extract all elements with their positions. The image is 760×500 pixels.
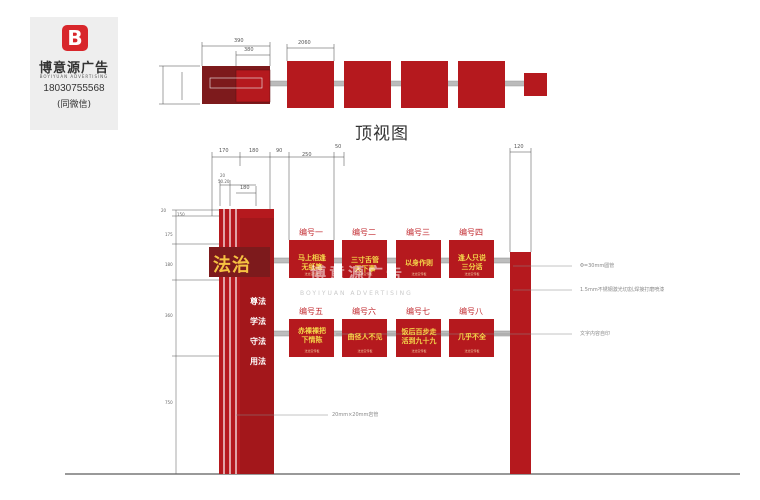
panel-5: [289, 319, 334, 357]
panel-5-number: 编号五: [299, 307, 323, 316]
top-dim-1: 380: [244, 47, 254, 53]
annotation-leaders: [236, 265, 572, 416]
panel-7-text: 饭后百步走 活到九十九: [401, 328, 437, 345]
logo-name-en: BOYIYUAN ADVERTISING: [39, 74, 109, 79]
logo-card: B 博意源广告 BOYIYUAN ADVERTISING 18030755568…: [30, 17, 118, 130]
front-dim-v1: 150: [177, 212, 185, 217]
column-word-4: 用法: [250, 357, 266, 366]
panel-6-sub: 法治宣传板: [357, 349, 373, 353]
top-view-panel-1: [287, 61, 334, 108]
logo-name: 博意源广告: [38, 61, 109, 76]
panel-2-number: 编号二: [352, 228, 376, 237]
panel-3-text: 以身作则: [405, 259, 433, 267]
top-view-panel-2: [344, 61, 391, 108]
front-dim-h8: 180: [240, 185, 250, 191]
panel-4-text: 逢人只说 三分话: [458, 254, 486, 271]
panel-8-sub: 法治宣传板: [464, 349, 480, 353]
top-view-column-inner: [235, 69, 271, 103]
logo-phone: 18030755568: [43, 83, 105, 94]
logo-wechat: (同微信): [56, 100, 92, 110]
front-dim-v5: 750: [165, 400, 173, 405]
note-content: 文字内容自印: [580, 331, 611, 337]
end-post: [510, 252, 531, 474]
panel-4-number: 编号四: [459, 228, 483, 237]
sign-title: 法治: [213, 255, 251, 276]
front-dim-h2: 90: [276, 148, 283, 154]
note-square-pipe: 20mm×20mm岩管: [332, 412, 379, 418]
panel-5-sub: 法治宣传板: [304, 349, 320, 353]
panel-6-text: 曲径人不见: [347, 333, 383, 341]
panel-6-number: 编号六: [352, 307, 376, 316]
top-view-panel-3: [401, 61, 448, 108]
panel-4-sub: 法治宣传板: [464, 272, 480, 276]
panel-1: [289, 240, 334, 278]
front-view: [65, 148, 740, 475]
front-dim-h7: 50.20: [218, 179, 230, 184]
front-dim-v2: 175: [165, 232, 173, 237]
front-dim-h4: 50: [335, 144, 342, 150]
front-dim-h3: 250: [302, 152, 312, 158]
front-dim-h0: 170: [219, 148, 229, 154]
panel-7-sub: 法治宣传板: [411, 349, 427, 353]
panel-1-text: 马上相逢 无纸笔: [298, 254, 326, 271]
top-view-end-post: [524, 73, 547, 96]
front-dim-h5: 120: [514, 144, 524, 150]
front-dim-h1: 180: [249, 148, 259, 154]
watermark-en: BOYIYUAN ADVERTISING: [300, 290, 413, 297]
panel-2: [342, 240, 387, 278]
panel-3-number: 编号三: [406, 228, 430, 237]
panel-1-sub: 法治宣传板: [304, 272, 320, 276]
front-dim-v0: 20: [161, 208, 167, 213]
top-view-title: 顶视图: [355, 124, 409, 144]
front-dim-v4: 360: [165, 313, 173, 318]
watermark-cn: 博意源广告: [310, 264, 406, 283]
top-view: [159, 42, 547, 108]
front-dim-v3: 180: [165, 262, 173, 267]
panel-6: [342, 319, 387, 357]
panel-1-number: 编号一: [299, 228, 323, 237]
panel-4: [449, 240, 494, 278]
panel-2-text: 三寸舌管 天下事: [351, 256, 379, 273]
top-view-panel-4: [458, 61, 505, 108]
panel-3: [396, 240, 441, 278]
panel-8: [449, 319, 494, 357]
note-pipe: Φ=30mm圆管: [580, 263, 615, 269]
panel-7: [396, 319, 441, 357]
note-steel: 1.5mm不锈钢激光切割,焊接打磨喷漆: [580, 287, 665, 293]
top-horizontal-dims: [211, 148, 532, 252]
top-dim-2: 2060: [298, 40, 311, 46]
column-word-1: 尊法: [250, 297, 266, 306]
panel-8-text: 几乎不全: [458, 333, 486, 341]
logo-mark-icon: B: [62, 25, 88, 51]
panel-3-sub: 法治宣传板: [411, 272, 427, 276]
panel-7-number: 编号七: [406, 307, 430, 316]
title-box: [209, 247, 270, 277]
top-view-column-frame: [209, 77, 263, 89]
top-dim-lines: [159, 42, 335, 105]
column-word-3: 守法: [250, 337, 266, 346]
column-word-2: 学法: [250, 317, 266, 326]
front-dim-h6: 20: [220, 173, 226, 178]
panel-8-number: 编号八: [459, 307, 483, 316]
top-dim-0: 390: [234, 38, 244, 44]
panel-5-text: 赤裸裸把 下情陈: [298, 327, 326, 344]
panel-2-sub: 法治宣传板: [357, 272, 373, 276]
